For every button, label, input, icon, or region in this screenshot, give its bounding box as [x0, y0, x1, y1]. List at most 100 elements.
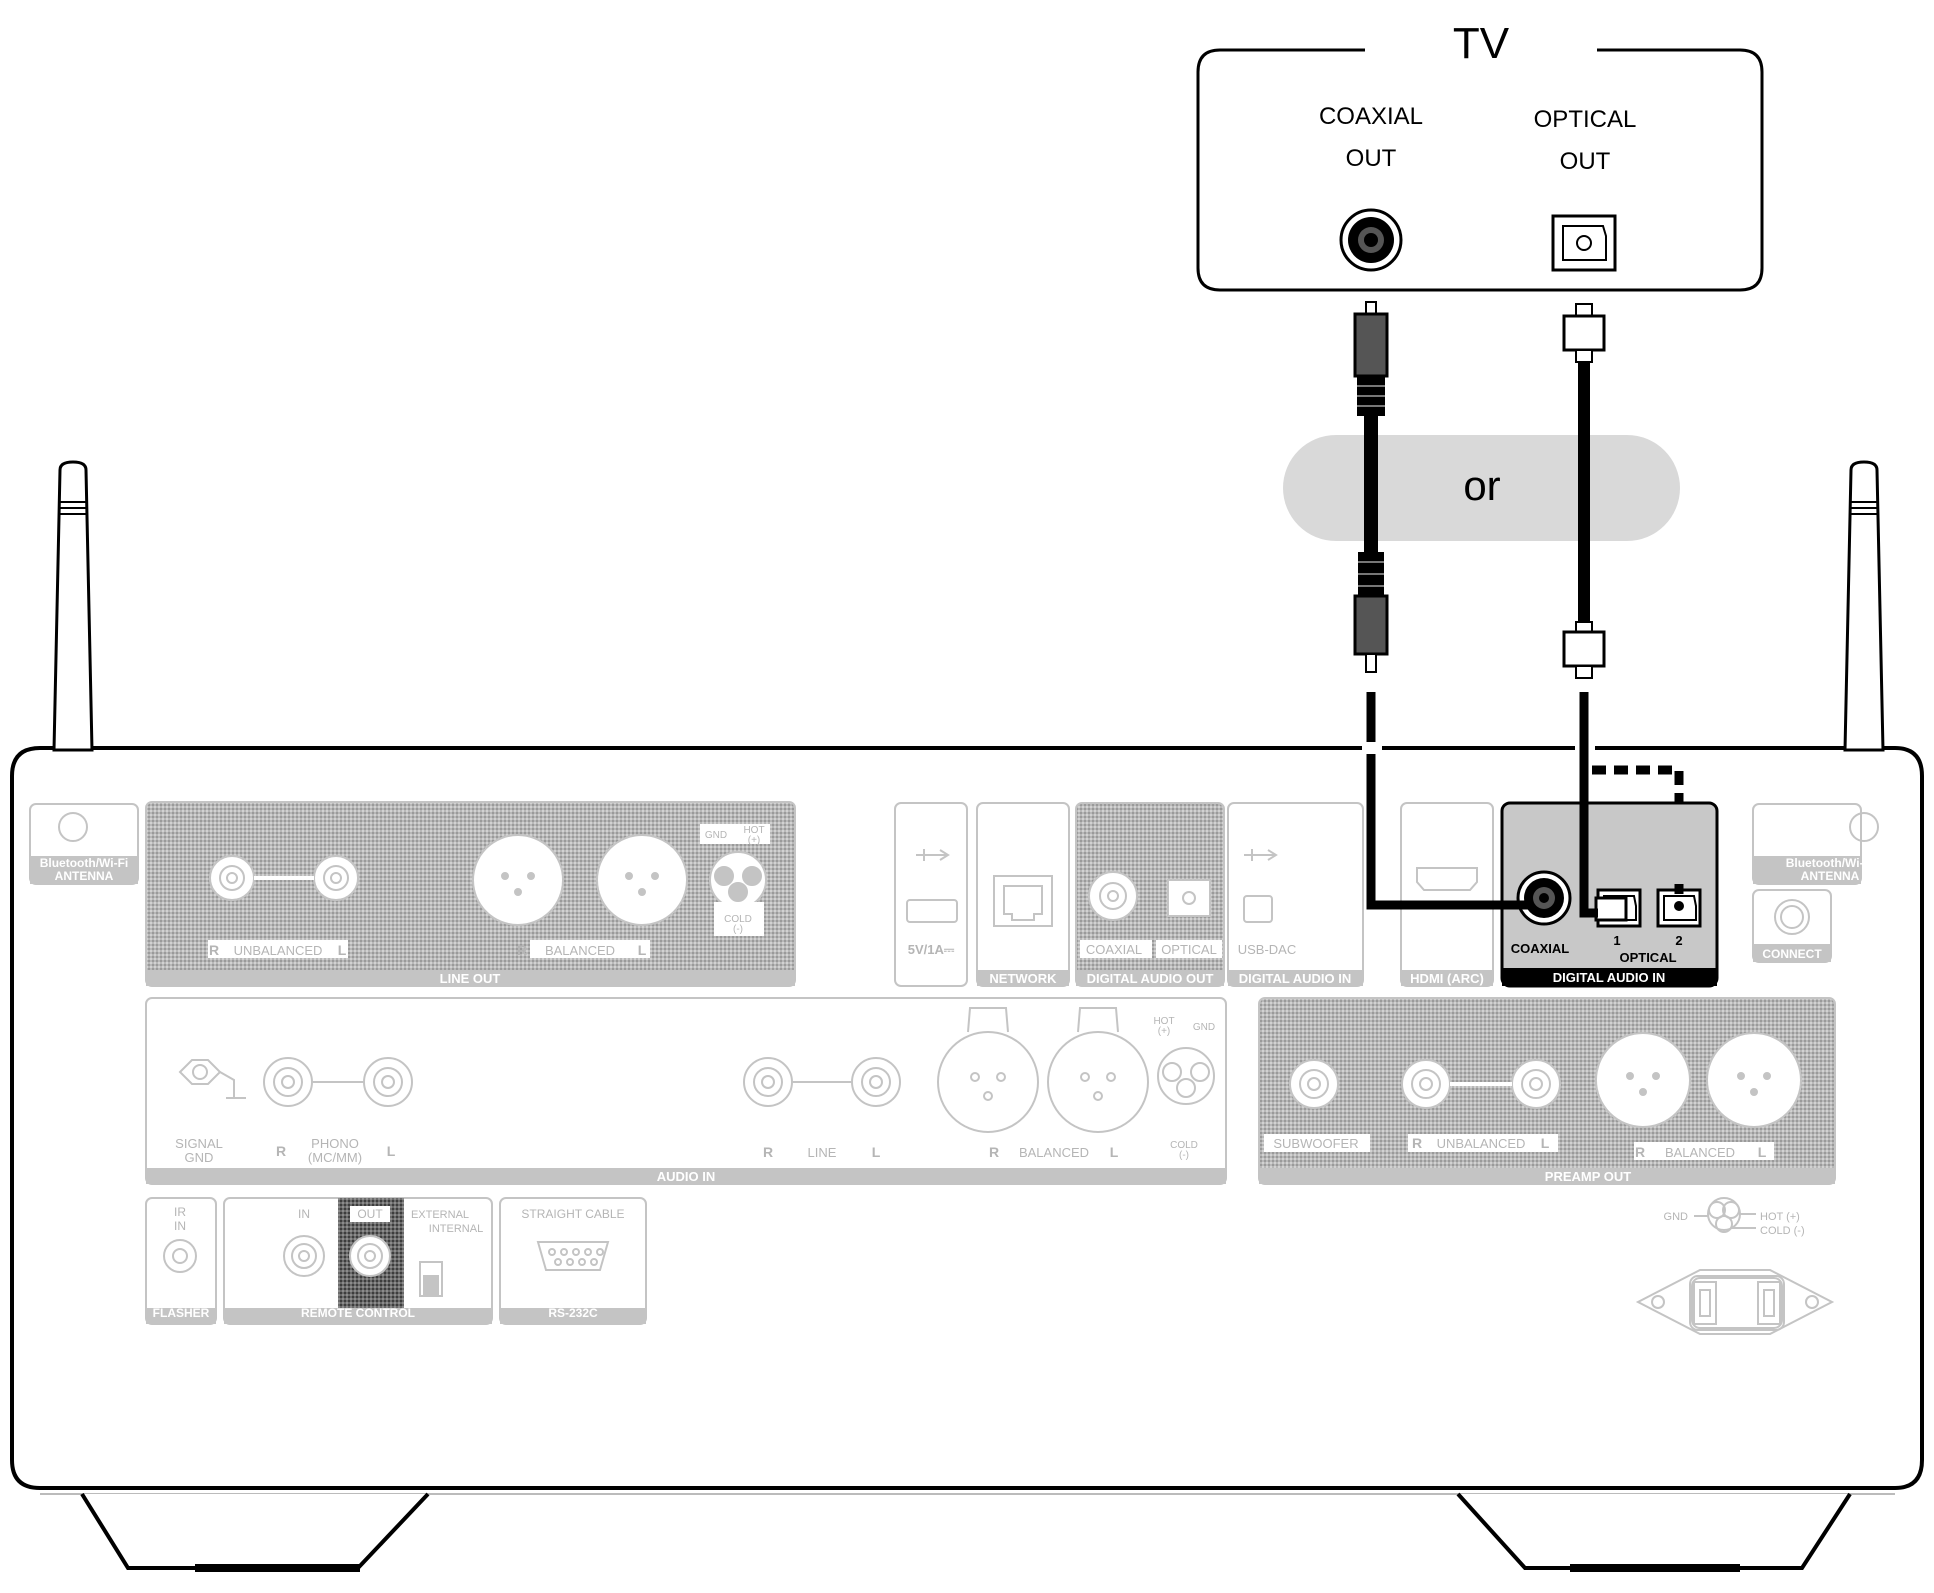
ir-label-1: IR	[174, 1205, 186, 1219]
amplifier-chassis	[10, 742, 1924, 1572]
preamp-balanced-label: BALANCED	[1665, 1145, 1735, 1160]
rs232c-label: RS-232C	[548, 1306, 598, 1320]
line-out-panel	[145, 801, 796, 987]
remote-in-label: IN	[298, 1207, 310, 1221]
antenna-right	[1843, 460, 1885, 752]
usb-power-label: 5V/1A⎓	[908, 942, 955, 957]
line-out-section-label: LINE OUT	[440, 971, 501, 986]
line-out-cold-sign: (-)	[733, 924, 743, 935]
hdmi-label: HDMI (ARC)	[1410, 971, 1484, 986]
digital-audio-out-label: DIGITAL AUDIO OUT	[1087, 971, 1214, 986]
tv-outline	[1196, 48, 1764, 292]
digital-in-section-label: DIGITAL AUDIO IN	[1553, 970, 1665, 985]
power-hot-label: HOT (+)	[1760, 1211, 1800, 1223]
tv-title: TV	[1453, 19, 1510, 68]
preamp-balanced-l-label: L	[1758, 1144, 1767, 1160]
or-label: or	[1463, 462, 1500, 509]
antenna-right-label-2: ANTENNA	[1801, 869, 1860, 883]
line-out-unbalanced-label: UNBALANCED	[234, 943, 323, 958]
or-bubble: or	[1283, 435, 1680, 541]
balanced-in-r-label: R	[989, 1144, 999, 1160]
flasher-label: FLASHER	[153, 1306, 210, 1320]
antenna-left-label-2: ANTENNA	[55, 869, 114, 883]
foot-left	[80, 1492, 430, 1570]
antenna-left-label-1: Bluetooth/Wi-Fi	[40, 856, 129, 870]
line-in-label: LINE	[808, 1145, 837, 1160]
power-cold-label: COLD (-)	[1760, 1225, 1805, 1237]
faded-labels: Bluetooth/Wi-Fi ANTENNA Bluetooth/Wi-Fi …	[40, 825, 1875, 1320]
audio-in-hot-sign: (+)	[1158, 1026, 1171, 1037]
line-out-l-label: L	[338, 942, 347, 958]
line-in-r-label: R	[763, 1144, 773, 1160]
straight-cable-label: STRAIGHT CABLE	[521, 1207, 624, 1221]
line-out-balanced-r-label: R	[517, 942, 527, 958]
connect-button-area	[1752, 889, 1832, 963]
preamp-unbalanced-label: UNBALANCED	[1437, 1136, 1526, 1151]
audio-in-cold-label: COLD	[1170, 1140, 1198, 1151]
power-gnd-label: GND	[1664, 1211, 1689, 1223]
signal-gnd-label-1: SIGNAL	[175, 1136, 223, 1151]
audio-in-hot-label: HOT	[1153, 1016, 1174, 1027]
power-inlet	[1635, 1197, 1835, 1335]
usb-dac-panel	[1227, 802, 1364, 987]
phono-r-label: R	[276, 1143, 286, 1159]
optical-in-2-jack-icon	[1656, 888, 1702, 928]
audio-in-panel	[145, 997, 1227, 1185]
line-out-r-label: R	[209, 942, 219, 958]
cable-plugs	[1371, 692, 1684, 922]
antenna-terminal-left	[29, 803, 139, 885]
digital-out-optical-label: OPTICAL	[1161, 942, 1217, 957]
audio-in-cold-sign: (-)	[1179, 1150, 1189, 1161]
remote-out-label: OUT	[357, 1207, 383, 1221]
digital-audio-in-labels: COAXIAL 1 2 OPTICAL DIGITAL AUDIO IN	[1511, 933, 1683, 985]
connect-label: CONNECT	[1762, 947, 1822, 961]
tv-coaxial-out-label: OUT	[1346, 145, 1397, 172]
balanced-in-l-label: L	[1110, 1144, 1119, 1160]
tv-optical-out-label: OUT	[1560, 148, 1611, 175]
phono-label-2: (MC/MM)	[308, 1150, 362, 1165]
ir-label-2: IN	[174, 1219, 186, 1233]
audio-in-gnd-label: GND	[1193, 1022, 1215, 1033]
digital-in-optical-label: OPTICAL	[1619, 950, 1676, 965]
preamp-unbalanced-r-label: R	[1412, 1135, 1422, 1151]
tv-optical-label: OPTICAL	[1534, 106, 1637, 133]
usb-dac-label: USB-DAC	[1238, 942, 1297, 957]
line-out-balanced-l-label: L	[638, 942, 647, 958]
tv-optical-jack-icon	[1551, 214, 1617, 272]
digital-audio-in-panel	[1500, 801, 1719, 988]
preamp-out-section-label: PREAMP OUT	[1545, 1169, 1631, 1184]
network-panel	[976, 802, 1070, 987]
foot-right	[1456, 1492, 1852, 1570]
digital-in-port-2-label: 2	[1675, 933, 1682, 948]
phono-label-1: PHONO	[311, 1136, 359, 1151]
line-out-balanced-label: BALANCED	[545, 943, 615, 958]
remote-control-label: REMOTE CONTROL	[301, 1306, 415, 1320]
balanced-in-label: BALANCED	[1019, 1145, 1089, 1160]
line-out-cold-label: COLD	[724, 914, 752, 925]
antenna-left	[52, 460, 94, 752]
antenna-terminal-right	[1752, 803, 1879, 885]
usb-power-panel	[894, 802, 968, 987]
rs232c-panel	[499, 1197, 647, 1325]
line-out-gnd-label: GND	[705, 830, 727, 841]
faded-rear-panel	[29, 801, 1879, 1335]
network-label: NETWORK	[989, 971, 1057, 986]
usb-dac-section-label: DIGITAL AUDIO IN	[1239, 971, 1351, 986]
line-out-hot-label: HOT	[743, 825, 764, 836]
tv-device: TV COAXIAL OUT OPTICAL OUT	[1196, 19, 1764, 292]
signal-gnd-label-2: GND	[185, 1150, 214, 1165]
digital-in-port-1-label: 1	[1613, 933, 1620, 948]
tv-coaxial-label: COAXIAL	[1319, 103, 1423, 130]
preamp-balanced-r-label: R	[1635, 1144, 1645, 1160]
preamp-out-panel	[1258, 997, 1836, 1185]
internal-label: INTERNAL	[429, 1223, 483, 1235]
digital-audio-out-panel	[1075, 802, 1225, 987]
line-out-hot-sign: (+)	[748, 835, 761, 846]
subwoofer-label: SUBWOOFER	[1273, 1136, 1358, 1151]
remote-control-panel	[223, 1197, 493, 1325]
tv-coaxial-jack-icon	[1339, 208, 1403, 272]
antenna-right-label-1: Bluetooth/Wi-Fi	[1786, 856, 1875, 870]
hdmi-panel	[1400, 802, 1494, 987]
